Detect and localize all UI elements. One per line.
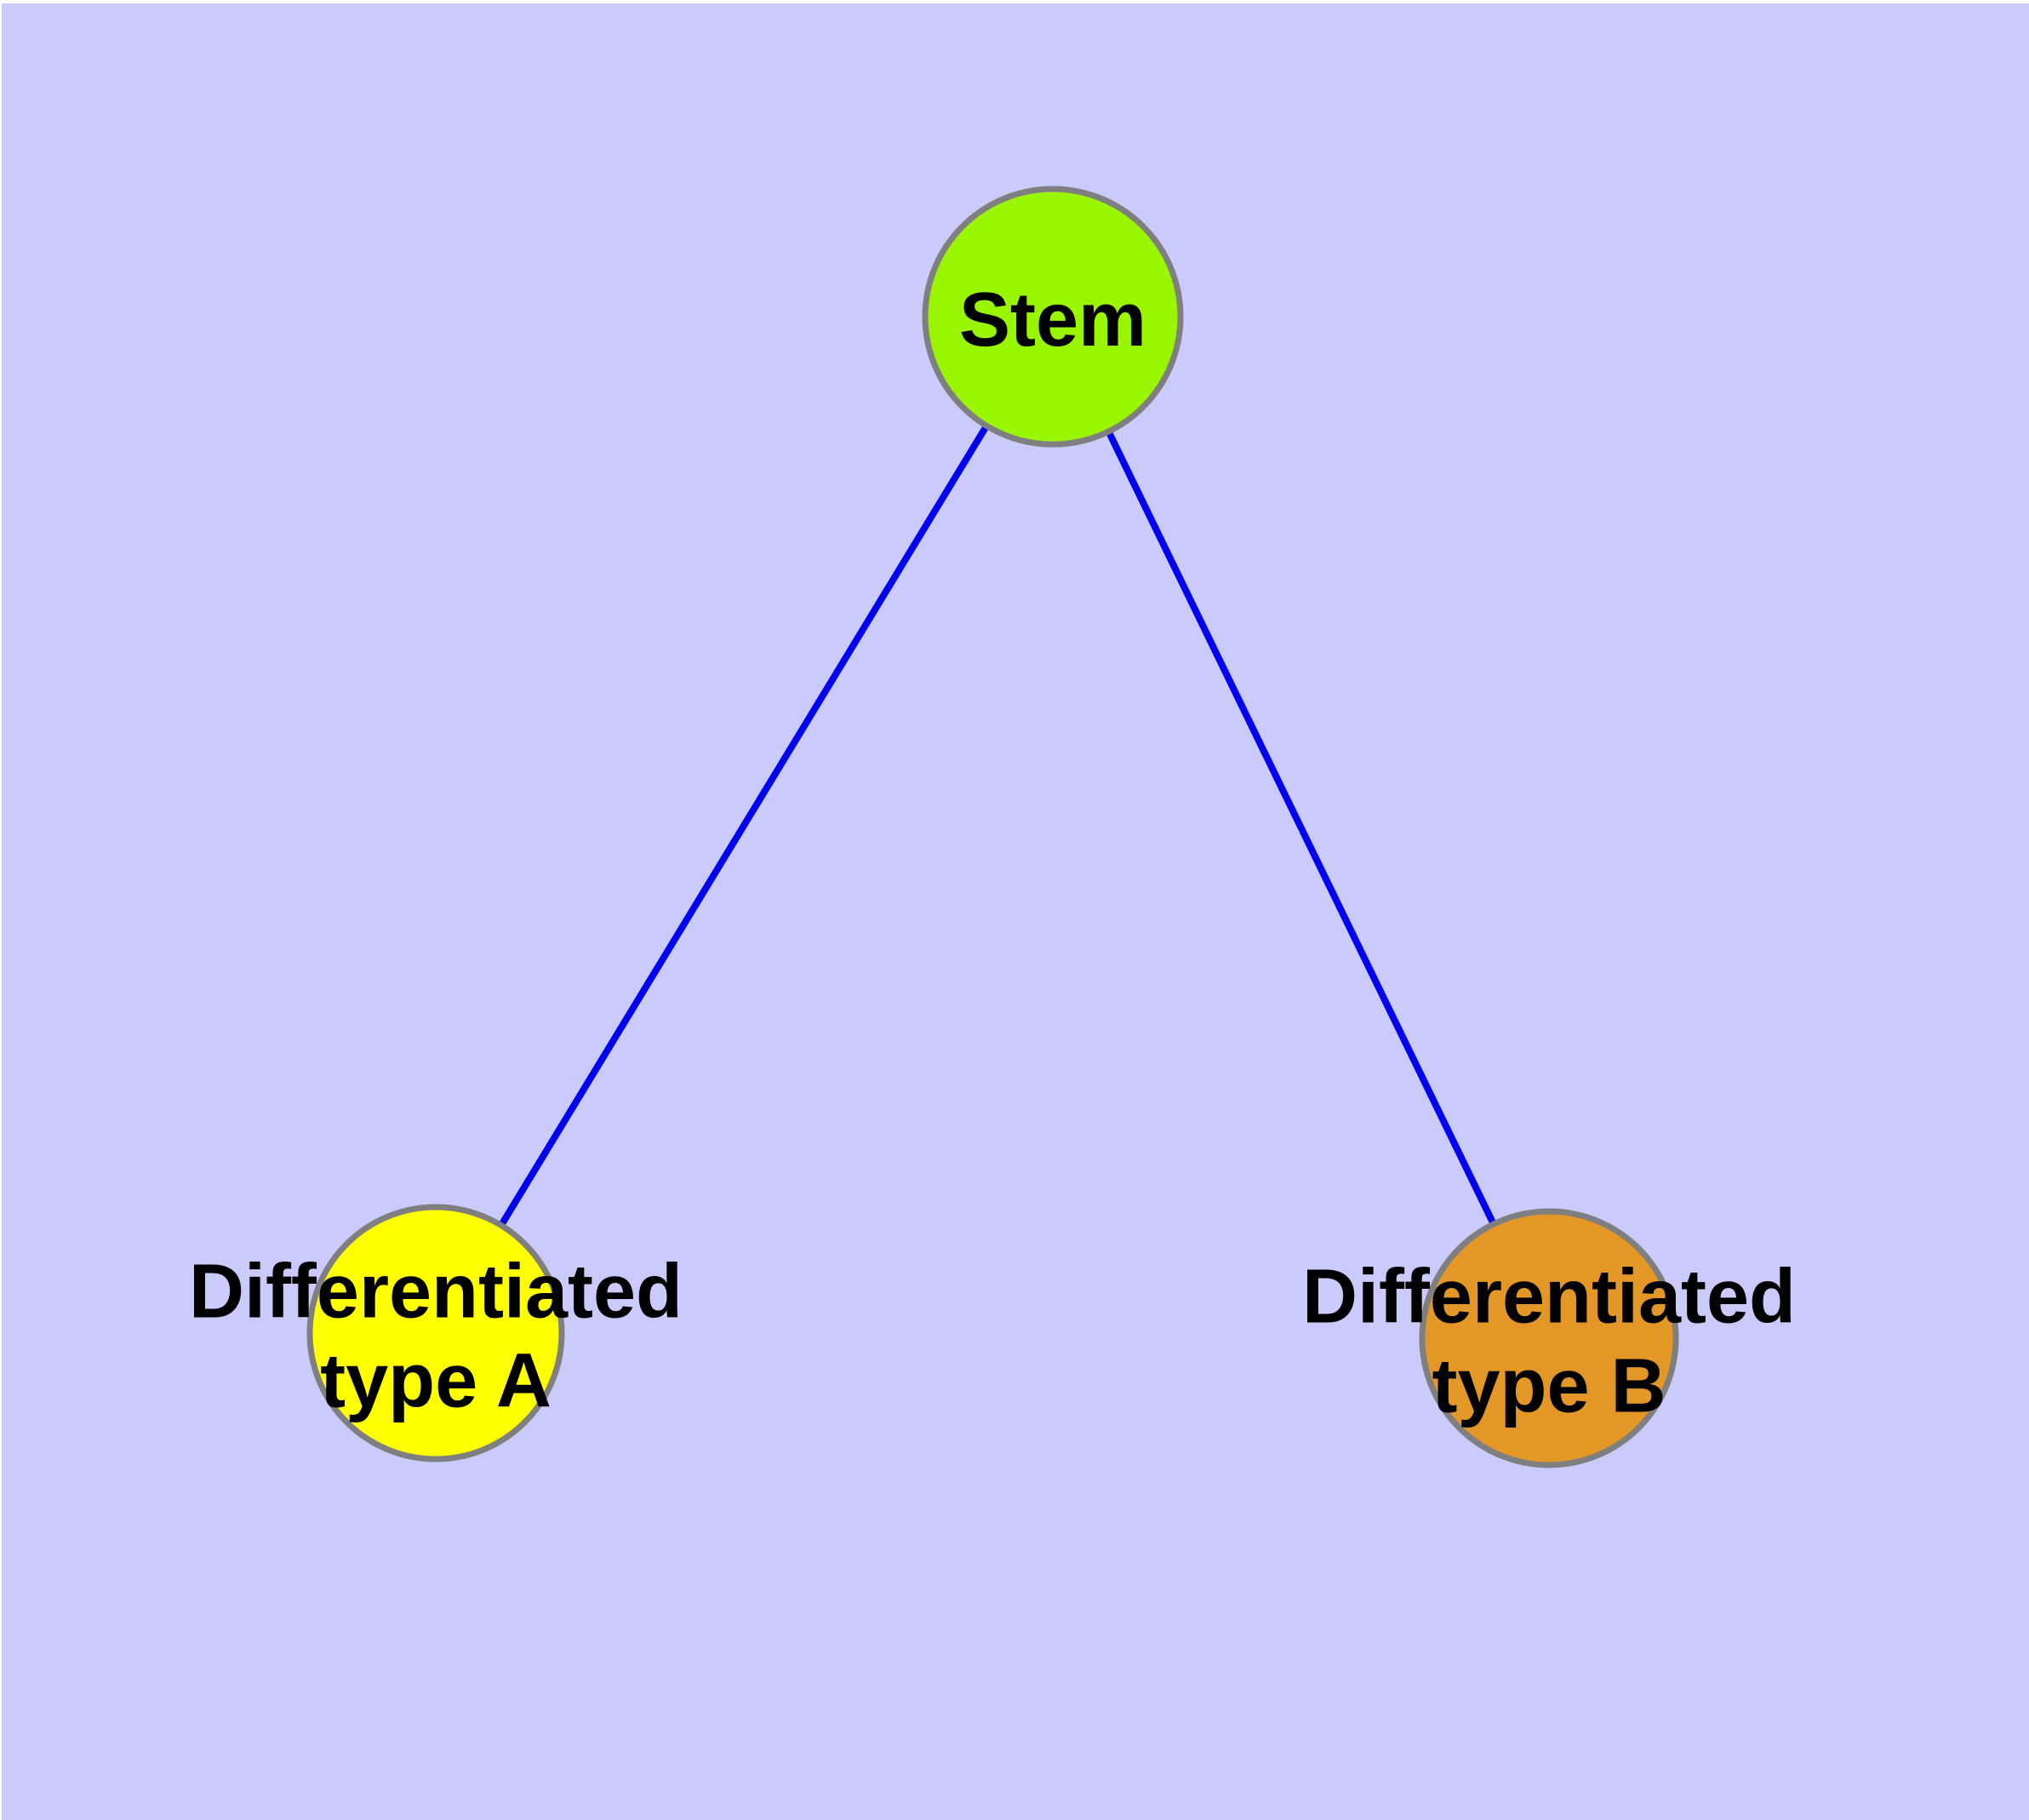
node-label-differentiated-type-a-line1: Differentiated (189, 1250, 683, 1335)
node-label-stem-line1: Stem (959, 278, 1146, 363)
node-differentiated-type-b (1419, 1208, 1679, 1468)
edge-stem-to-differentiated-type-b (1049, 315, 1552, 1340)
node-differentiated-type-a (306, 1204, 565, 1462)
edge-stem-to-differentiated-type-a (432, 314, 1056, 1336)
node-stem (922, 186, 1184, 448)
node-label-differentiated-type-b-line2: type B (1432, 1344, 1666, 1429)
node-label-differentiated-type-b-line1: Differentiated (1302, 1255, 1796, 1340)
node-label-differentiated-type-a-line2: type A (320, 1339, 552, 1424)
